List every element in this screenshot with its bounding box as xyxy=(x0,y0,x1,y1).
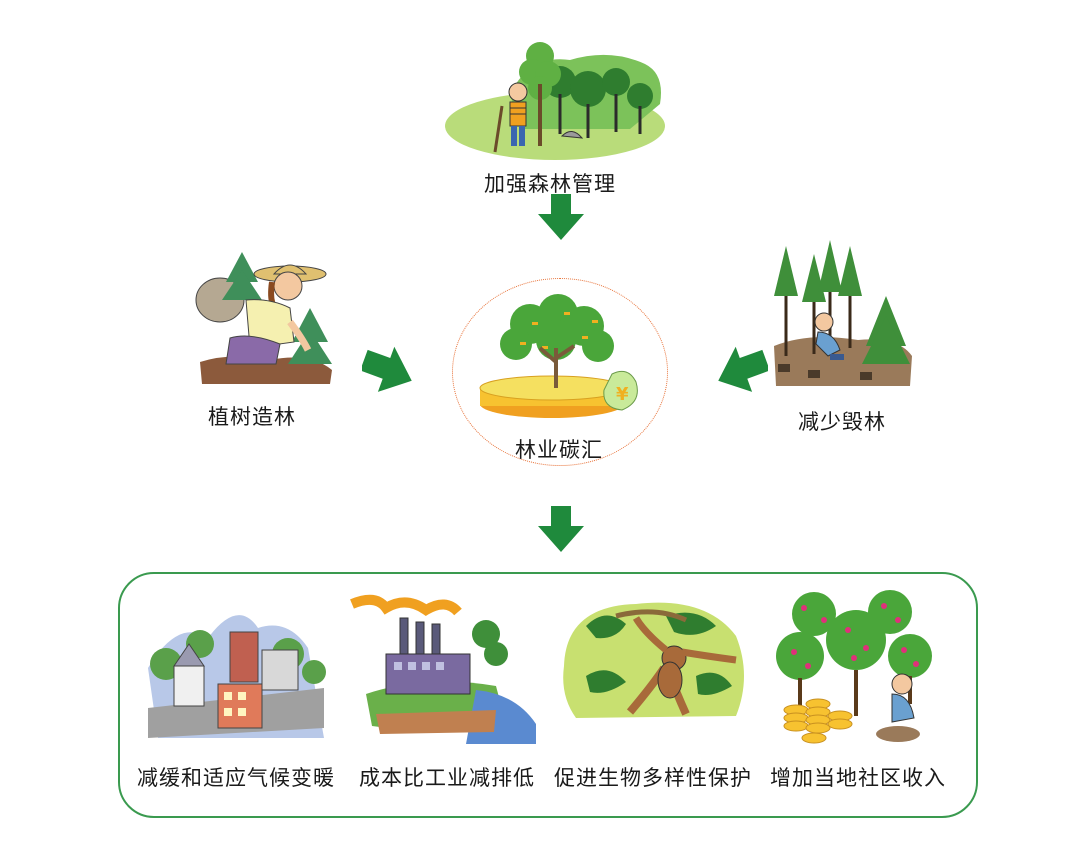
forest-management-label: 加强森林管理 xyxy=(484,172,616,196)
town-illustration xyxy=(148,615,326,738)
benefit-biodiversity-label: 促进生物多样性保护 xyxy=(554,766,752,790)
forest-management-illustration xyxy=(445,42,665,160)
center-ring xyxy=(452,278,668,466)
monkey-illustration xyxy=(563,602,744,718)
arrow-right-left xyxy=(362,346,412,392)
reduce-deforestation-label: 减少毁林 xyxy=(798,410,886,434)
reduce-deforestation-illustration xyxy=(774,240,912,386)
benefit-climate-label: 减缓和适应气候变暖 xyxy=(137,766,335,790)
benefit-income-label: 增加当地社区收入 xyxy=(770,766,946,790)
afforestation-label: 植树造林 xyxy=(208,405,296,429)
afforestation-illustration xyxy=(195,252,332,384)
arrow-left-right xyxy=(718,346,768,392)
benefit-cost-label: 成本比工业减排低 xyxy=(359,766,535,790)
carbon-sink-illustration: ¥ xyxy=(479,294,638,418)
svg-text:¥: ¥ xyxy=(616,384,629,405)
arrow-down-center xyxy=(538,506,584,552)
arrow-down-top xyxy=(538,194,584,240)
fruit-trees-illustration xyxy=(776,590,932,744)
benefits-box xyxy=(118,572,978,818)
forestry-carbon-sink-label: 林业碳汇 xyxy=(515,438,603,462)
factory-illustration xyxy=(350,594,536,744)
